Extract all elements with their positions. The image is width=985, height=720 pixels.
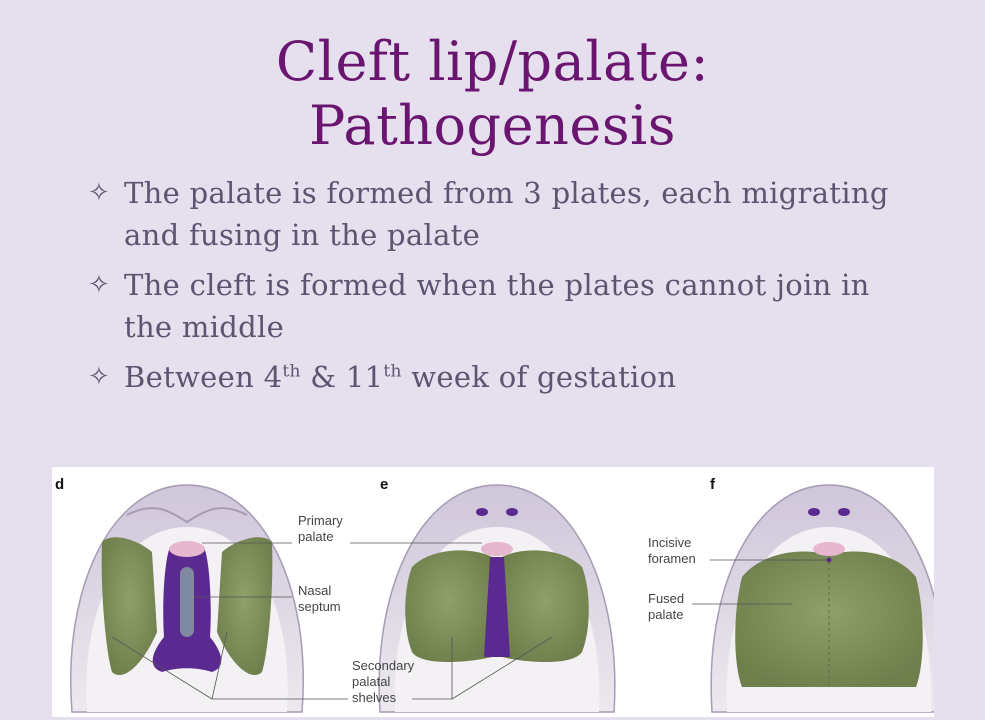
leader-line: [211, 631, 228, 700]
panel-e: e: [350, 476, 616, 713]
bullet-text: The palate is formed from 3 plates, each…: [124, 176, 889, 252]
midline-cleft-purple: [484, 557, 510, 657]
leader-line: [451, 636, 553, 700]
label-incisive-1: Incisive: [648, 535, 691, 550]
bullet-sup: th: [383, 361, 402, 382]
label-secondary-2: palatal: [352, 674, 390, 689]
primary-palate-pink: [169, 541, 205, 557]
nose-outline: [126, 507, 248, 524]
panel-letter-d: d: [55, 476, 64, 493]
label-fused-2: palate: [648, 607, 683, 622]
bullet-item: ✧ The palate is formed from 3 plates, ea…: [88, 172, 908, 256]
nostril-left: [476, 508, 488, 516]
slide-title: Cleft lip/palate: Pathogenesis: [0, 30, 985, 158]
bullet-text: The cleft is formed when the plates cann…: [124, 268, 870, 344]
label-incisive-2: foramen: [648, 551, 696, 566]
nostril-right: [838, 508, 850, 516]
leader-line: [111, 636, 213, 700]
title-line-2: Pathogenesis: [308, 94, 677, 157]
bullet-text-post: week of gestation: [401, 360, 677, 394]
bullet-sup: th: [282, 361, 301, 382]
label-nasal-1: Nasal: [298, 583, 331, 598]
panel-d: d Primary palate Nasal septum: [55, 476, 343, 713]
incisive-foramen-dot: [826, 557, 832, 563]
title-line-1: Cleft lip/palate:: [275, 30, 710, 93]
primary-palate-pink: [481, 542, 513, 556]
primary-palate-pink: [813, 542, 845, 556]
bullet-list: ✧ The palate is formed from 3 plates, ea…: [88, 172, 908, 406]
left-palatal-shelf: [101, 537, 157, 676]
right-palatal-shelf: [217, 537, 273, 676]
bullet-item: ✧ The cleft is formed when the plates ca…: [88, 264, 908, 348]
nostril-right: [506, 508, 518, 516]
bullet-text-mid: & 11: [300, 360, 384, 394]
secondary-shelves-callout: Secondary palatal shelves: [111, 631, 553, 705]
star-bullet-icon: ✧: [88, 362, 111, 392]
label-fused-1: Fused: [648, 591, 684, 606]
label-primary-2: palate: [298, 529, 333, 544]
label-secondary-3: shelves: [352, 690, 397, 705]
panel-f: f Incisive foramen Fused palate: [648, 476, 934, 713]
palate-development-figure: d Primary palate Nasal septum e: [52, 467, 934, 717]
star-bullet-icon: ✧: [88, 178, 111, 208]
label-nasal-2: septum: [298, 599, 341, 614]
bullet-item: ✧ Between 4th & 11th week of gestation: [88, 356, 908, 398]
label-secondary-1: Secondary: [352, 658, 415, 673]
nasal-septum-core: [180, 567, 194, 637]
palate-diagram-svg: d Primary palate Nasal septum e: [55, 476, 934, 713]
right-palatal-shelf: [502, 550, 589, 662]
panel-letter-e: e: [380, 476, 388, 493]
fused-palate: [735, 551, 923, 687]
bullet-text-pre: Between 4: [124, 360, 283, 394]
nostril-left: [808, 508, 820, 516]
left-palatal-shelf: [405, 550, 492, 662]
star-bullet-icon: ✧: [88, 270, 111, 300]
panel-letter-f: f: [710, 476, 716, 493]
label-primary-1: Primary: [298, 513, 343, 528]
